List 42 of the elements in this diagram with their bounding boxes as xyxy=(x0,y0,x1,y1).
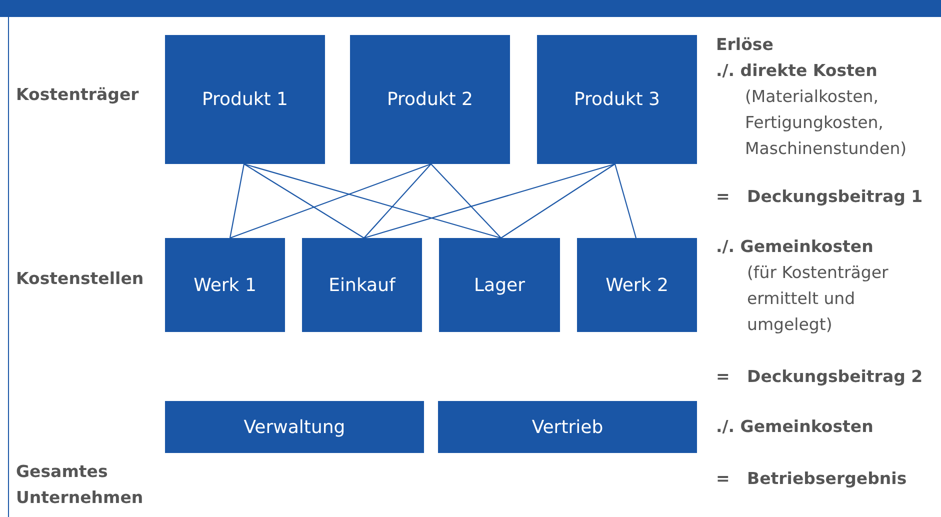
box-label: Lager xyxy=(474,274,525,296)
row-label: Kostenträger xyxy=(16,84,140,106)
statement-line: ./. Gemeinkosten xyxy=(716,236,874,258)
box-label: Verwaltung xyxy=(244,416,346,438)
cost-center-box xyxy=(302,238,422,332)
connector-line xyxy=(614,164,637,238)
statement-note: (Materialkosten, Fertigungkosten, Maschinenstunden) xyxy=(745,86,908,160)
box-label: Einkauf xyxy=(328,274,396,296)
connector-line xyxy=(244,164,364,238)
connector-line xyxy=(244,163,502,239)
connector-line xyxy=(430,164,502,238)
equals-sign: = xyxy=(716,366,731,388)
box-label: Produkt 1 xyxy=(202,89,288,110)
connector-line xyxy=(229,164,245,238)
cost-center-box xyxy=(577,238,697,332)
statement-line: Erlöse xyxy=(716,34,774,56)
statement-line: Deckungsbeitrag 2 xyxy=(747,366,924,388)
product-box xyxy=(537,35,697,164)
connector-line xyxy=(364,163,616,239)
statement-line: ./. Gemeinkosten xyxy=(716,416,874,438)
row-label: Kostenstellen xyxy=(16,268,145,290)
connector-line xyxy=(364,164,432,238)
connector-line xyxy=(500,164,616,238)
row-label: Gesamtes Unternehmen xyxy=(16,461,144,509)
department-bar xyxy=(438,401,697,453)
box-label: Vertrieb xyxy=(532,416,604,438)
connector-line xyxy=(230,163,432,239)
statement-line: ./. direkte Kosten xyxy=(716,60,878,82)
cost-center-box xyxy=(165,238,285,332)
equals-sign: = xyxy=(716,186,731,208)
department-bar xyxy=(165,401,424,453)
box-label: Produkt 3 xyxy=(574,89,660,110)
statement-note: (für Kostenträger ermittelt und umgelegt) xyxy=(747,262,890,336)
product-box xyxy=(165,35,325,164)
product-box xyxy=(350,35,510,164)
box-label: Werk 1 xyxy=(194,274,256,296)
cost-center-box xyxy=(439,238,560,332)
box-label: Produkt 2 xyxy=(386,89,474,110)
equals-sign: = xyxy=(716,468,731,490)
statement-line: Betriebsergebnis xyxy=(747,468,908,490)
box-label: Werk 2 xyxy=(606,274,668,296)
statement-line: Deckungsbeitrag 1 xyxy=(747,186,924,208)
